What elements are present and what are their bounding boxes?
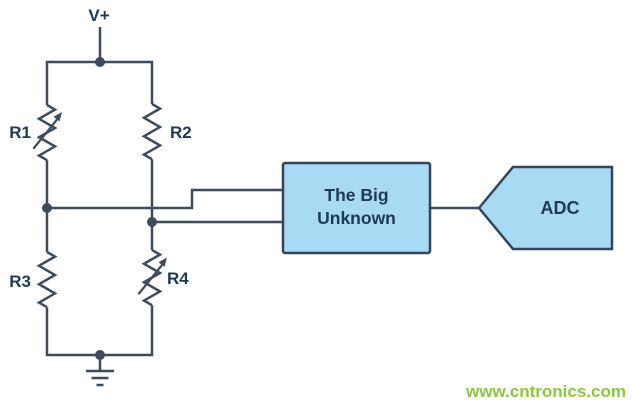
r1-arrowhead-icon	[53, 112, 62, 122]
right-bridge-node-dot	[147, 217, 157, 227]
left-node-to-box-wire	[47, 188, 283, 210]
r1-label: R1	[9, 123, 31, 142]
r4-label: R4	[167, 269, 189, 288]
ground-icon	[86, 369, 114, 387]
resistor-r3-symbol	[36, 250, 58, 309]
top-rail-wire	[45, 60, 154, 105]
resistor-r2-symbol	[141, 102, 163, 161]
r4-arrowhead-icon	[158, 257, 167, 267]
adc-label: ADC	[541, 198, 580, 218]
supply-label: V+	[88, 6, 109, 25]
bottom-junction-dot	[95, 350, 105, 360]
r2-label: R2	[170, 123, 192, 142]
left-bridge-node-dot	[42, 203, 52, 213]
bottom-rail-wire	[45, 305, 154, 357]
big-unknown-label-line1: The Big	[324, 185, 388, 205]
top-junction-dot	[95, 57, 105, 67]
r3-label: R3	[9, 272, 31, 291]
big-unknown-block	[281, 161, 432, 255]
r4-variable-arrow-icon	[137, 263, 164, 295]
r1-variable-arrow-icon	[32, 118, 59, 150]
adc-block	[477, 165, 614, 251]
big-unknown-label-line2: Unknown	[317, 208, 396, 228]
watermark-text: www.cntronics.com	[465, 382, 626, 401]
